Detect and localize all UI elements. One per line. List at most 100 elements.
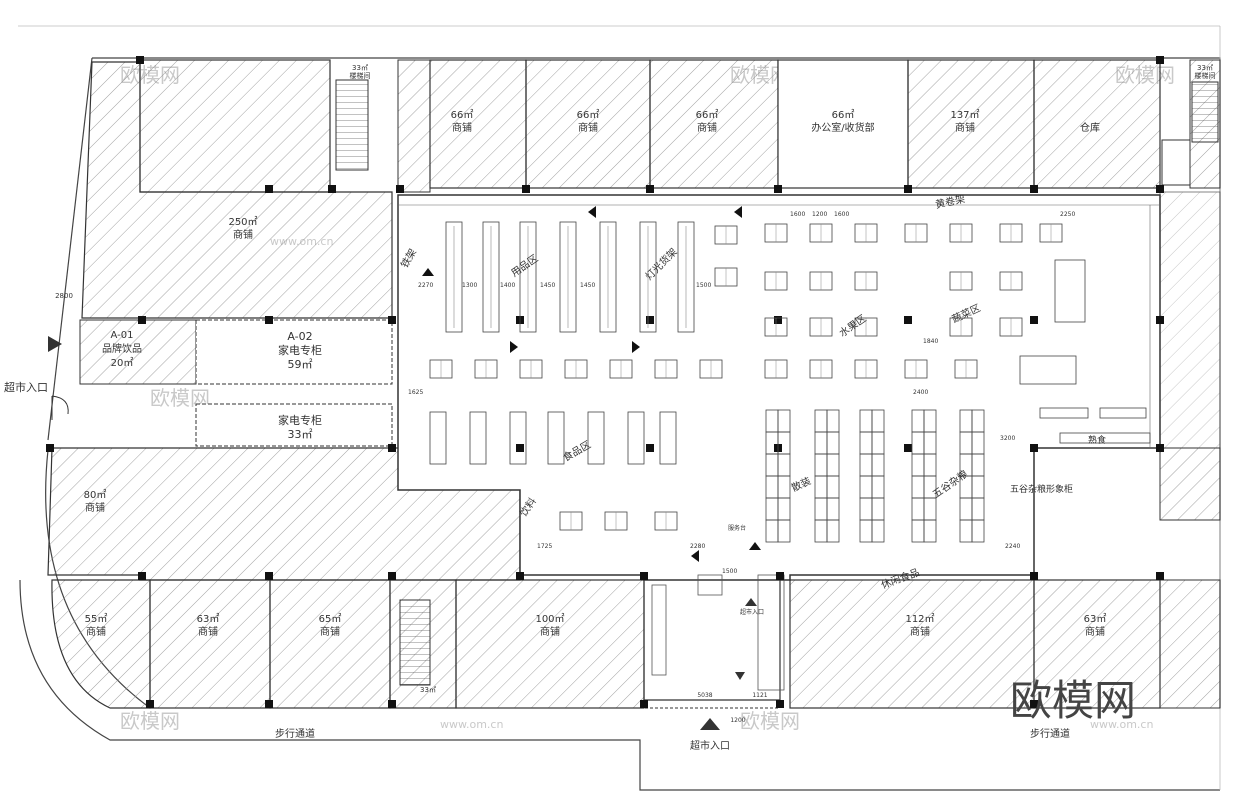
shop-area: 65㎡ (319, 613, 342, 625)
display-tables (429, 223, 1151, 543)
gondola-shelf (429, 411, 447, 465)
left-entrance[interactable]: 超市入口 (4, 336, 69, 420)
watermark-url: www.om.cn (440, 718, 503, 731)
gondola-shelf (547, 411, 565, 465)
gondola-shelf (639, 221, 657, 333)
entrance-arrow-icon (700, 718, 720, 730)
shop-area: 66㎡ (696, 109, 719, 121)
entrance-label: 超市入口 (4, 380, 48, 394)
dimension-label: 2800 (55, 292, 73, 300)
dimension-label: 2250 (1060, 211, 1075, 218)
counter-name: 家电专柜 (278, 343, 322, 357)
shop-area: 63㎡ (197, 613, 220, 625)
bulk-bin (777, 519, 791, 543)
shop-name: 商铺 (1085, 625, 1105, 638)
dimension-label: 1300 (462, 282, 477, 289)
gondola-shelf (482, 221, 500, 333)
shop-area: 55㎡ (85, 613, 108, 625)
shop-area: 33㎡ (1197, 64, 1213, 72)
watermark-url: www.om.cn (1090, 718, 1153, 731)
deli-counter (1039, 407, 1089, 419)
shop-area: 100㎡ (535, 613, 564, 625)
zone-label: 服务台 (728, 524, 746, 532)
gondola-shelf (677, 221, 695, 333)
entrance-label: 超市入口 (740, 608, 764, 616)
gondola-shelf (627, 411, 645, 465)
entrance-label: 超市入口 (690, 739, 730, 752)
dimension-label: 1121 (752, 692, 767, 699)
watermark-text: 欧模网 (740, 709, 800, 733)
flow-arrow-icon (691, 550, 699, 562)
shop-area: 66㎡ (832, 109, 855, 121)
shop-name: 商铺 (86, 625, 106, 638)
dimension-label: 2280 (690, 543, 705, 550)
counter-area: 33㎡ (288, 428, 313, 441)
supermarket-floor: 超市入口 (397, 194, 1161, 701)
shop-area: 63㎡ (1084, 613, 1107, 625)
shop-area: 112㎡ (905, 613, 934, 625)
dimension-label: 2270 (418, 282, 433, 289)
gondola-shelf (559, 221, 577, 333)
gondola-shelf (469, 411, 487, 465)
shop-name: 商铺 (233, 228, 253, 241)
dimension-label: 1450 (580, 282, 595, 289)
dimension-label: 1725 (537, 543, 552, 550)
shop-name: 商铺 (320, 625, 340, 638)
shop-name: 商铺 (452, 121, 472, 134)
shop-area: 66㎡ (577, 109, 600, 121)
counter-area: 20㎡ (111, 357, 134, 369)
produce-counter (1054, 259, 1086, 323)
shop-name: 楼梯间 (1195, 71, 1216, 80)
flow-arrow-icon (735, 672, 745, 680)
bulk-bin (923, 519, 937, 543)
flow-arrow-icon (632, 341, 640, 353)
produce-counter (1019, 355, 1077, 385)
zone-label: 熟食 (1088, 434, 1106, 446)
dimension-label: 2240 (1005, 543, 1020, 550)
shop-area: 250㎡ (228, 216, 257, 228)
gondola-shelf (509, 411, 527, 465)
shop-name: 商铺 (578, 121, 598, 134)
dimension-label: 3200 (1000, 435, 1015, 442)
bulk-bin (971, 519, 985, 543)
shop-area: 33㎡ (420, 686, 436, 694)
shop-name: 仓库 (1080, 121, 1100, 134)
watermark-logo: 欧模网 (1010, 676, 1136, 725)
gondola-shelf (599, 221, 617, 333)
shop-area: 80㎡ (84, 489, 107, 501)
gondola-shelf (445, 221, 463, 333)
bottom-shop-labels: 55㎡ 商铺 63㎡ 商铺 65㎡ 商铺 33㎡ 100㎡ 商铺 112㎡ 商铺… (85, 613, 1107, 694)
entrance-arrow-icon (745, 598, 757, 606)
counter-code: A-02 (287, 330, 312, 343)
walkway-label: 步行通道 (275, 727, 315, 740)
dimension-label: 2400 (913, 389, 928, 396)
gondola-shelf (519, 221, 537, 333)
entrance-arrow-icon (48, 336, 62, 352)
shop-area: 137㎡ (950, 109, 979, 121)
flow-arrows (422, 206, 761, 562)
counter-name: 家电专柜 (278, 413, 322, 427)
flow-arrow-icon (734, 206, 742, 218)
dimension-label: 5038 (697, 692, 712, 699)
bulk-bin (826, 519, 840, 543)
deli-counter (1059, 432, 1151, 444)
dimension-label: 1450 (540, 282, 555, 289)
zone-label: 五谷杂粮形象柜 (1010, 483, 1073, 495)
flow-arrow-icon (588, 206, 596, 218)
deli-counter (1099, 407, 1147, 419)
counter-code: A-01 (111, 330, 134, 341)
dimension-label: 1600 (790, 211, 805, 218)
counter-area: 59㎡ (288, 358, 313, 371)
walkway-label: 步行通道 (1030, 727, 1070, 740)
counter-name: 品牌饮品 (102, 342, 142, 355)
dimension-label: 1500 (696, 282, 711, 289)
shop-name: 商铺 (540, 625, 560, 638)
top-shop-labels: 33㎡ 楼梯间 66㎡ 商铺 66㎡ 商铺 66㎡ 商铺 66㎡ 办公室/收货部… (350, 64, 1216, 134)
bottom-entrance[interactable]: 超市入口 5038 1121 1200 (640, 692, 780, 752)
bulk-bin (871, 519, 885, 543)
bottom-shops (51, 191, 1221, 709)
shop-name: 商铺 (85, 501, 105, 514)
shop-name: 商铺 (697, 121, 717, 134)
gondola-shelf (587, 411, 605, 465)
